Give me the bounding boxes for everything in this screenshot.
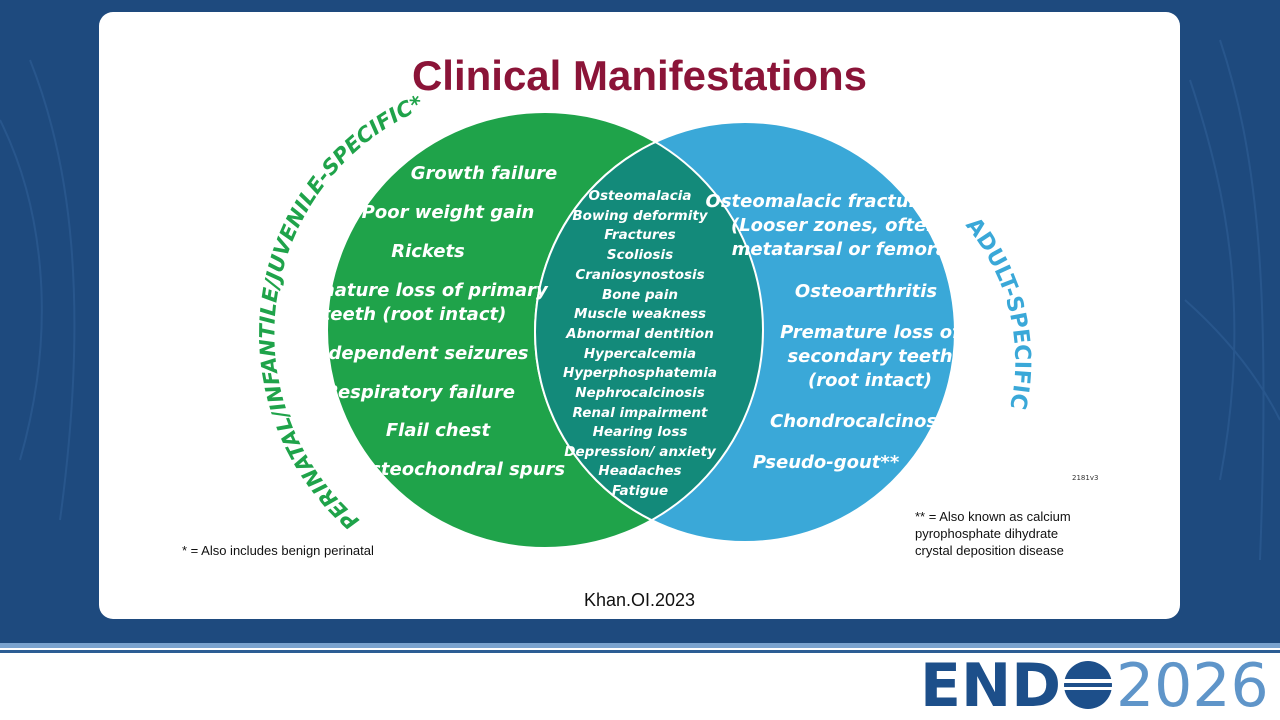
right-item: metatarsal or femoral) [732, 239, 963, 260]
left-items: Growth failure Poor weight gain Rickets … [282, 163, 565, 480]
overlap-item: Headaches [598, 463, 681, 479]
overlap-item: Scoliosis [607, 247, 673, 263]
left-item: B₆-dependent seizures [299, 343, 528, 364]
left-item: Osteochondral spurs [355, 459, 565, 480]
citation: Khan.OI.2023 [583, 590, 696, 610]
footer-stripe-dark [0, 650, 1280, 653]
overlap-item: Abnormal dentition [565, 326, 714, 342]
globe-icon [1064, 661, 1112, 709]
right-item: Osteoarthritis [795, 281, 937, 302]
right-item: Osteomalacic fractures [706, 191, 941, 212]
left-item: Flail chest [386, 420, 492, 441]
right-item: Pseudo-gout** [753, 452, 900, 473]
footnote-right-line3: crystal deposition disease [915, 543, 1064, 558]
slide-title: Clinical Manifestations [411, 52, 868, 99]
overlap-item: Fractures [604, 227, 675, 243]
overlap-item: Hypercalcemia [584, 346, 696, 362]
footnote-right-line1: ** = Also known as calcium [915, 509, 1071, 524]
right-arc-label: ADULT-SPECIFIC [960, 213, 1034, 411]
right-items: Osteomalacic fractures (Looser zones, of… [706, 191, 963, 473]
overlap-item: Hyperphosphatemia [563, 365, 717, 381]
endo-2026-logo: END 2026 [920, 654, 1269, 716]
right-item: (Looser zones, often [731, 215, 939, 236]
right-item: secondary teeth [787, 346, 952, 367]
figure-code: 2181v3 [1072, 474, 1098, 482]
logo-word: END [920, 654, 1061, 716]
overlap-items: Osteomalacia Bowing deformity Fractures … [563, 188, 717, 499]
left-item: Premature loss of primary [282, 280, 549, 301]
logo-year: 2026 [1116, 654, 1269, 716]
overlap-item: Nephrocalcinosis [575, 385, 705, 401]
overlap-item: Bowing deformity [572, 208, 708, 224]
overlap-item: Bone pain [602, 287, 678, 303]
overlap-item: Fatigue [612, 483, 668, 499]
right-item: Chondrocalcinosis [770, 411, 954, 432]
left-item: Growth failure [411, 163, 558, 184]
overlap-item: Muscle weakness [574, 306, 706, 322]
left-item: Rickets [391, 241, 465, 262]
left-item: Poor weight gain [362, 202, 535, 223]
left-item: Respiratory failure [325, 382, 515, 403]
right-item: (root intact) [808, 370, 932, 391]
overlap-item: Hearing loss [593, 424, 688, 440]
footnote-right-line2: pyrophosphate dihydrate [915, 526, 1058, 541]
left-item: teeth (root intact) [322, 304, 507, 325]
right-item: Premature loss of [780, 322, 962, 343]
overlap-item: Osteomalacia [588, 188, 691, 204]
footer-stripe-light [0, 643, 1280, 648]
footnote-left: * = Also includes benign perinatal [182, 543, 374, 558]
overlap-item: Depression/ anxiety [564, 444, 717, 460]
overlap-item: Renal impairment [573, 405, 709, 421]
overlap-item: Craniosynostosis [575, 267, 704, 283]
